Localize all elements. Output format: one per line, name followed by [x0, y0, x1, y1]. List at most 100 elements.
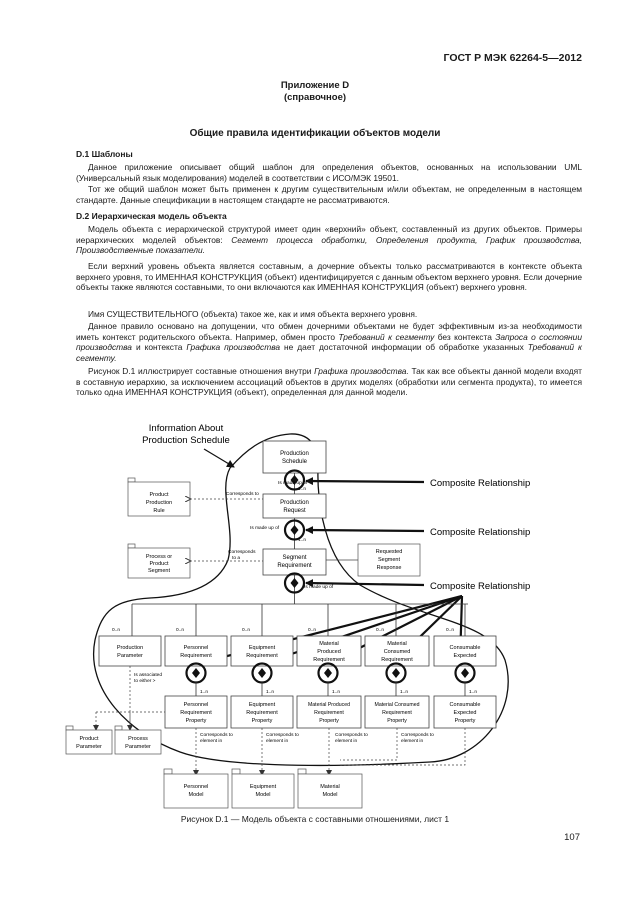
- box-personnel-model: Personnel Model: [163, 768, 229, 809]
- composite-label-3: Composite Relationship: [430, 581, 530, 592]
- box-production-parameter: Production Parameter: [98, 635, 162, 667]
- box-material-produced-requirement: Material Produced Requirement: [296, 635, 362, 667]
- box-product-production-rule: Product Production Rule: [127, 477, 191, 517]
- svg-text:Equipment: Equipment: [249, 645, 276, 651]
- svg-text:Personnel: Personnel: [184, 702, 209, 708]
- p5-c: Так как все объекты данной модели входят…: [76, 366, 582, 398]
- svg-text:Requirement: Requirement: [180, 653, 212, 659]
- info-pointer: [203, 448, 235, 468]
- appendix-subtitle: (справочное): [283, 92, 347, 103]
- section-title: Общие правила идентификации объектов мод…: [189, 128, 441, 139]
- label-made-up-2: Is made up of: [250, 525, 280, 531]
- svg-text:Requirement: Requirement: [381, 657, 413, 663]
- figure-caption: Рисунок D.1 — Модель объекта с составным…: [180, 814, 450, 824]
- composite-diamond-3: [283, 572, 306, 594]
- svg-text:Model: Model: [189, 792, 204, 798]
- svg-text:Personnel: Personnel: [184, 784, 209, 790]
- paragraph-d2-3: Имя СУЩЕСТВИТЕЛЬНОГО (объекта) такое же,…: [88, 309, 418, 319]
- svg-text:0..n: 0..n: [446, 627, 454, 633]
- p4-e: и контекста: [131, 342, 187, 353]
- svg-text:Consumable: Consumable: [450, 702, 481, 708]
- label-corresponds-2b: to a: [232, 555, 240, 561]
- svg-text:Product: Product: [150, 492, 169, 498]
- svg-text:Parameter: Parameter: [125, 744, 151, 750]
- svg-text:Property: Property: [387, 718, 407, 724]
- svg-text:Parameter: Parameter: [117, 653, 143, 659]
- svg-text:Consumable: Consumable: [450, 645, 481, 651]
- composite-label-1: Composite Relationship: [430, 478, 530, 489]
- appendix-title: Приложение D (справочное): [0, 80, 630, 104]
- box-consumable-expected: Consumable Expected: [433, 635, 497, 667]
- svg-text:Material Consumed: Material Consumed: [375, 702, 420, 708]
- svg-text:Process: Process: [128, 736, 148, 742]
- svg-text:1..n: 1..n: [400, 689, 408, 695]
- svg-text:Material: Material: [319, 641, 339, 647]
- paragraph-d2-2: Если верхний уровень объекта является со…: [76, 261, 582, 293]
- svg-text:Segment: Segment: [282, 555, 306, 561]
- svg-text:Material Produced: Material Produced: [308, 702, 350, 708]
- svg-text:Produced: Produced: [317, 649, 341, 655]
- svg-text:1..n: 1..n: [200, 689, 208, 695]
- svg-text:Production: Production: [117, 645, 143, 651]
- box-personnel-requirement-property: Personnel Requirement Property: [164, 695, 228, 729]
- svg-text:Corresponds to: Corresponds to: [200, 732, 233, 738]
- box-material-consumed-requirement: Material Consumed Requirement: [364, 635, 430, 667]
- label-made-up-1: Is made up of: [278, 480, 308, 486]
- box-material-produced-requirement-property: Material Produced Requirement Property: [296, 695, 362, 729]
- svg-text:Consumed: Consumed: [384, 649, 411, 655]
- p1-examples: Сегмент процесса обработки, Определения …: [76, 234, 582, 256]
- box-equipment-model: Equipment Model: [231, 768, 295, 809]
- svg-text:Requirement: Requirement: [382, 710, 412, 716]
- svg-text:element in: element in: [401, 738, 423, 744]
- box-equipment-requirement: Equipment Requirement: [230, 635, 294, 667]
- svg-text:0..n: 0..n: [176, 627, 184, 633]
- svg-text:Corresponds to: Corresponds to: [335, 732, 368, 738]
- svg-text:Request: Request: [283, 508, 306, 514]
- box-consumable-expected-property: Consumable Expected Property: [433, 695, 497, 729]
- svg-text:Requirement: Requirement: [246, 653, 278, 659]
- svg-text:1..n: 1..n: [469, 689, 477, 695]
- svg-text:Property: Property: [455, 718, 476, 724]
- box-equipment-requirement-property: Equipment Requirement Property: [230, 695, 294, 729]
- svg-text:Expected: Expected: [454, 710, 477, 716]
- svg-text:Personnel: Personnel: [184, 645, 209, 651]
- info-label-line1: Information About: [149, 423, 224, 434]
- svg-text:Requirement: Requirement: [313, 657, 345, 663]
- p5-a: Рисунок D.1 иллюстрирует составные отнош…: [88, 366, 315, 376]
- p4-d: Запроса о состоянии производства: [76, 331, 582, 353]
- paragraph-d1-1: Данное приложение описывает общий шаблон…: [76, 162, 582, 183]
- mult-2: 1..n: [298, 537, 306, 543]
- paragraph-d1-2: Тот же общий шаблон может быть применен …: [76, 184, 582, 205]
- appendix-name: Приложение D: [280, 80, 350, 91]
- svg-text:Requirement: Requirement: [314, 710, 344, 716]
- info-label-line2: Production Schedule: [142, 435, 230, 446]
- boundary-outline: [92, 433, 509, 767]
- paragraph-d2-4: Данное правило основано на допущении, чт…: [76, 321, 582, 363]
- svg-text:Product: Product: [150, 561, 169, 567]
- paragraph-d2-1: Модель объекта с иерархической структуро…: [76, 224, 582, 256]
- p4-g: не дает достаточной информации об обрабо…: [280, 342, 528, 353]
- svg-text:Requirement: Requirement: [277, 563, 312, 569]
- label-corresponds-1: Corresponds to: [226, 491, 259, 497]
- label-made-up-3: Is made up of: [304, 584, 334, 590]
- box-process-parameter: Process Parameter: [114, 725, 162, 755]
- svg-text:Production: Production: [280, 451, 309, 457]
- svg-text:element in: element in: [335, 738, 357, 744]
- svg-text:Requirement: Requirement: [246, 710, 278, 716]
- svg-text:Segment: Segment: [148, 568, 170, 574]
- label-associated-2: to either >: [134, 678, 156, 684]
- box-production-schedule: Production Schedule: [262, 440, 327, 474]
- svg-text:0..n: 0..n: [308, 627, 316, 633]
- box-personnel-requirement: Personnel Requirement: [164, 635, 228, 667]
- mult-1: 1..n: [298, 486, 306, 492]
- svg-text:Requirement: Requirement: [180, 710, 212, 716]
- svg-text:Material: Material: [320, 784, 340, 790]
- page-number: 107: [564, 832, 580, 843]
- svg-text:Property: Property: [252, 718, 273, 724]
- svg-text:Segment: Segment: [378, 557, 400, 563]
- box-product-parameter: Product Parameter: [65, 725, 113, 755]
- svg-text:1..n: 1..n: [266, 689, 274, 695]
- svg-text:0..n: 0..n: [112, 627, 120, 633]
- box-production-request: Production Request: [262, 493, 327, 519]
